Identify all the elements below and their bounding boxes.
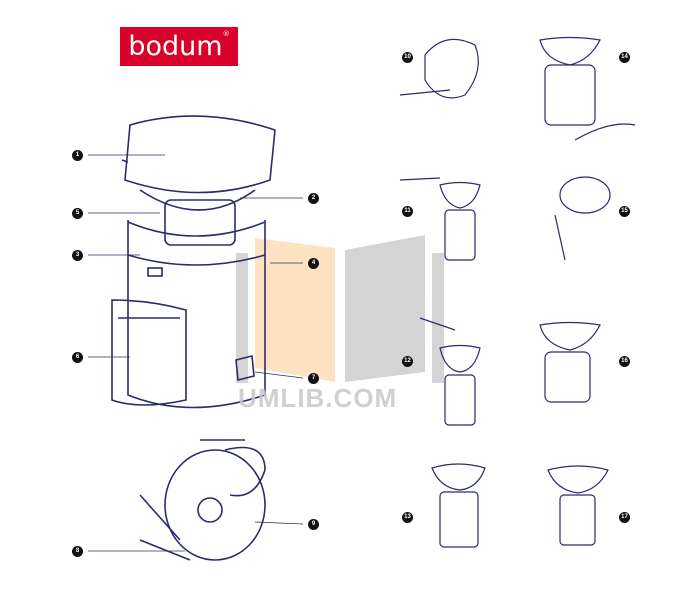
part-label-2: 2 — [308, 193, 319, 204]
part-label-8: 8 — [72, 546, 83, 557]
part-label-9: 9 — [308, 519, 319, 530]
bodum-logo: bodum® — [120, 27, 238, 66]
watermark-text: UMLIB.COM — [238, 383, 398, 413]
logo-text: bodum — [128, 31, 223, 62]
step-label-11: 11 — [402, 206, 413, 217]
part-label-7: 7 — [308, 373, 319, 384]
step-label-13: 13 — [402, 512, 413, 523]
step-label-17: 17 — [619, 512, 630, 523]
step-label-16: 16 — [619, 356, 630, 367]
part-label-3: 3 — [72, 250, 83, 261]
step-label-14: 14 — [619, 52, 630, 63]
step-label-15: 15 — [619, 206, 630, 217]
part-label-4: 4 — [308, 258, 319, 269]
step-label-10: 10 — [402, 52, 413, 63]
registered-mark: ® — [222, 30, 230, 38]
part-label-6: 6 — [72, 352, 83, 363]
grinder-bottom-drawing — [88, 439, 304, 561]
part-label-1: 1 — [72, 150, 83, 161]
step-label-12: 12 — [402, 356, 413, 367]
grinder-drawing — [88, 115, 304, 409]
part-label-5: 5 — [72, 208, 83, 219]
step-drawings — [399, 36, 636, 548]
